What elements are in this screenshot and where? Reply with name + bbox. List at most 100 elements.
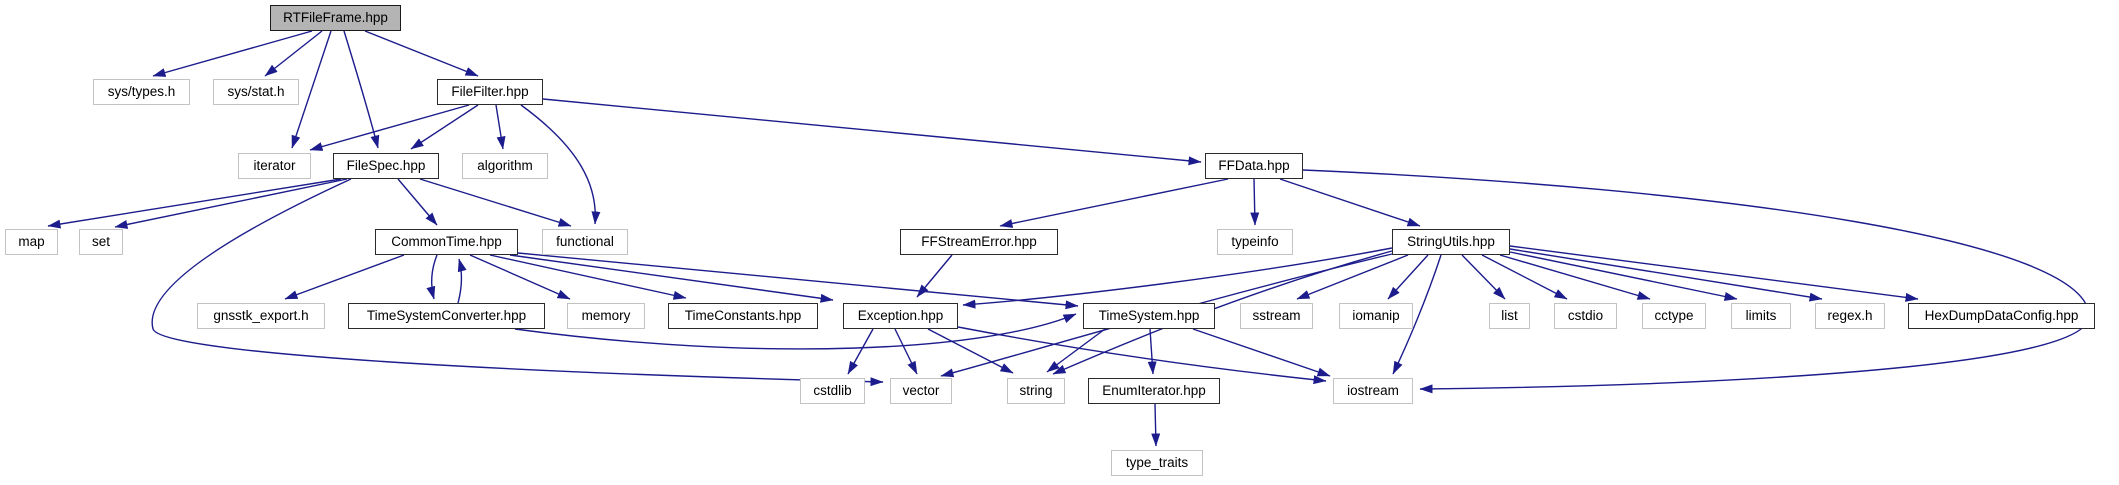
graph-node-hexdump[interactable]: HexDumpDataConfig.hpp <box>1908 303 2095 329</box>
edge-commontime-timesystem <box>517 252 1079 310</box>
edge-rtfileframe-filefilter <box>364 30 479 77</box>
edge-rtfileframe-iterator <box>291 30 332 149</box>
graph-node-cctype: cctype <box>1642 303 1706 329</box>
graph-node-enumiterator[interactable]: EnumIterator.hpp <box>1088 378 1220 404</box>
graph-node-iterator: iterator <box>238 153 311 179</box>
node-label: FFStreamError.hpp <box>921 234 1037 250</box>
edge-ffstreamerror-exception <box>916 254 953 298</box>
node-label: sys/stat.h <box>227 84 285 100</box>
edge-tsconverter-commontime <box>457 258 467 304</box>
edge-rtfileframe-sys_types <box>152 30 313 77</box>
edge-exception-vector <box>894 328 918 375</box>
edge-stringutils-iomanip <box>1387 254 1429 300</box>
graph-node-algorithm: algorithm <box>462 153 548 179</box>
graph-node-type_traits: type_traits <box>1111 450 1203 476</box>
node-label: iterator <box>253 158 296 174</box>
edge-filefilter-algorithm <box>495 104 506 150</box>
node-label: TimeConstants.hpp <box>684 308 802 324</box>
edge-commontime-gnsstk_export <box>284 254 405 300</box>
edge-filefilter-iterator <box>309 104 470 151</box>
graph-node-timesystem[interactable]: TimeSystem.hpp <box>1083 303 1215 329</box>
edge-timesystem-enumiterator <box>1147 328 1157 375</box>
graph-node-iostream: iostream <box>1333 378 1413 404</box>
graph-node-commontime[interactable]: CommonTime.hpp <box>375 229 518 255</box>
node-label: functional <box>556 234 614 250</box>
edge-filespec-functional <box>419 178 572 227</box>
graph-node-filespec[interactable]: FileSpec.hpp <box>333 153 439 179</box>
node-label: Exception.hpp <box>857 308 944 324</box>
node-label: FileSpec.hpp <box>346 158 426 174</box>
node-label: EnumIterator.hpp <box>1102 383 1206 399</box>
edge-exception-iostream <box>957 326 1327 385</box>
edge-stringutils-regex <box>1509 248 1823 302</box>
edge-rtfileframe-filespec <box>343 30 380 149</box>
node-label: TimeSystemConverter.hpp <box>366 308 527 324</box>
edge-commontime-exception <box>509 254 834 303</box>
edge-filespec-map <box>47 178 342 229</box>
edge-filefilter-ffdata <box>542 98 1202 166</box>
graph-node-sys_types: sys/types.h <box>93 79 190 105</box>
edge-stringutils-cctype <box>1499 254 1651 300</box>
edge-timesystem-iostream <box>1192 328 1331 377</box>
node-label: CommonTime.hpp <box>391 234 502 250</box>
node-label: iostream <box>1347 383 1399 399</box>
edge-filespec-commontime <box>397 178 438 226</box>
graph-node-ffstreamerror[interactable]: FFStreamError.hpp <box>900 229 1058 255</box>
edge-stringutils-list <box>1461 254 1506 300</box>
graph-node-filefilter[interactable]: FileFilter.hpp <box>437 79 543 105</box>
edge-rtfileframe-sys_stat <box>264 30 323 77</box>
graph-node-iomanip: iomanip <box>1339 303 1413 329</box>
graph-node-stringutils[interactable]: StringUtils.hpp <box>1392 229 1510 255</box>
graph-node-exception[interactable]: Exception.hpp <box>843 303 958 329</box>
node-label: list <box>1501 308 1518 324</box>
edge-stringutils-cstdio <box>1481 254 1568 300</box>
graph-node-regex: regex.h <box>1815 303 1885 329</box>
graph-node-typeinfo: typeinfo <box>1217 229 1293 255</box>
node-label: FFData.hpp <box>1218 158 1290 174</box>
node-label: StringUtils.hpp <box>1407 234 1495 250</box>
graph-node-tsconverter[interactable]: TimeSystemConverter.hpp <box>348 303 545 329</box>
node-label: sstream <box>1252 308 1301 324</box>
node-label: algorithm <box>477 158 533 174</box>
node-label: cctype <box>1654 308 1694 324</box>
node-label: set <box>91 234 110 250</box>
edge-commontime-tsconverter <box>426 254 438 300</box>
graph-node-timeconstants[interactable]: TimeConstants.hpp <box>668 303 818 329</box>
node-label: TimeSystem.hpp <box>1098 308 1200 324</box>
node-label: typeinfo <box>1231 234 1279 250</box>
node-label: map <box>18 234 45 250</box>
graph-node-sstream: sstream <box>1240 303 1313 329</box>
graph-node-gnsstk_export: gnsstk_export.h <box>197 303 325 329</box>
edge-timesystem-string <box>1046 328 1106 373</box>
node-label: gnsstk_export.h <box>213 308 309 324</box>
node-label: type_traits <box>1125 455 1189 471</box>
node-label: memory <box>581 308 631 324</box>
graph-node-cstdlib: cstdlib <box>800 378 865 404</box>
edge-tsconverter-timesystem <box>514 313 1077 350</box>
graph-node-rtfileframe[interactable]: RTFileFrame.hpp <box>270 5 401 31</box>
node-label: HexDumpDataConfig.hpp <box>1924 308 2079 324</box>
graph-node-string: string <box>1007 378 1065 404</box>
node-label: cstdio <box>1567 308 1604 324</box>
node-label: regex.h <box>1827 308 1873 324</box>
graph-node-memory: memory <box>567 303 645 329</box>
graph-node-list: list <box>1489 303 1530 329</box>
graph-node-ffdata[interactable]: FFData.hpp <box>1205 153 1303 179</box>
node-label: vector <box>902 383 940 399</box>
edge-stringutils-iostream <box>1392 254 1442 375</box>
graph-node-sys_stat: sys/stat.h <box>213 79 299 105</box>
edge-commontime-memory <box>469 254 571 300</box>
node-label: iomanip <box>1352 308 1400 324</box>
edge-stringutils-exception <box>962 247 1393 309</box>
edge-exception-cstdlib <box>847 328 874 375</box>
edge-exception-string <box>927 328 1014 374</box>
edge-commontime-timeconstants <box>489 254 687 300</box>
edge-filespec-set <box>114 178 348 229</box>
edge-ffdata-typeinfo <box>1250 178 1260 226</box>
edge-filespec-vector <box>151 178 884 387</box>
graph-node-set: set <box>79 229 123 255</box>
graph-node-limits: limits <box>1731 303 1791 329</box>
edge-ffdata-stringutils <box>1279 178 1421 227</box>
